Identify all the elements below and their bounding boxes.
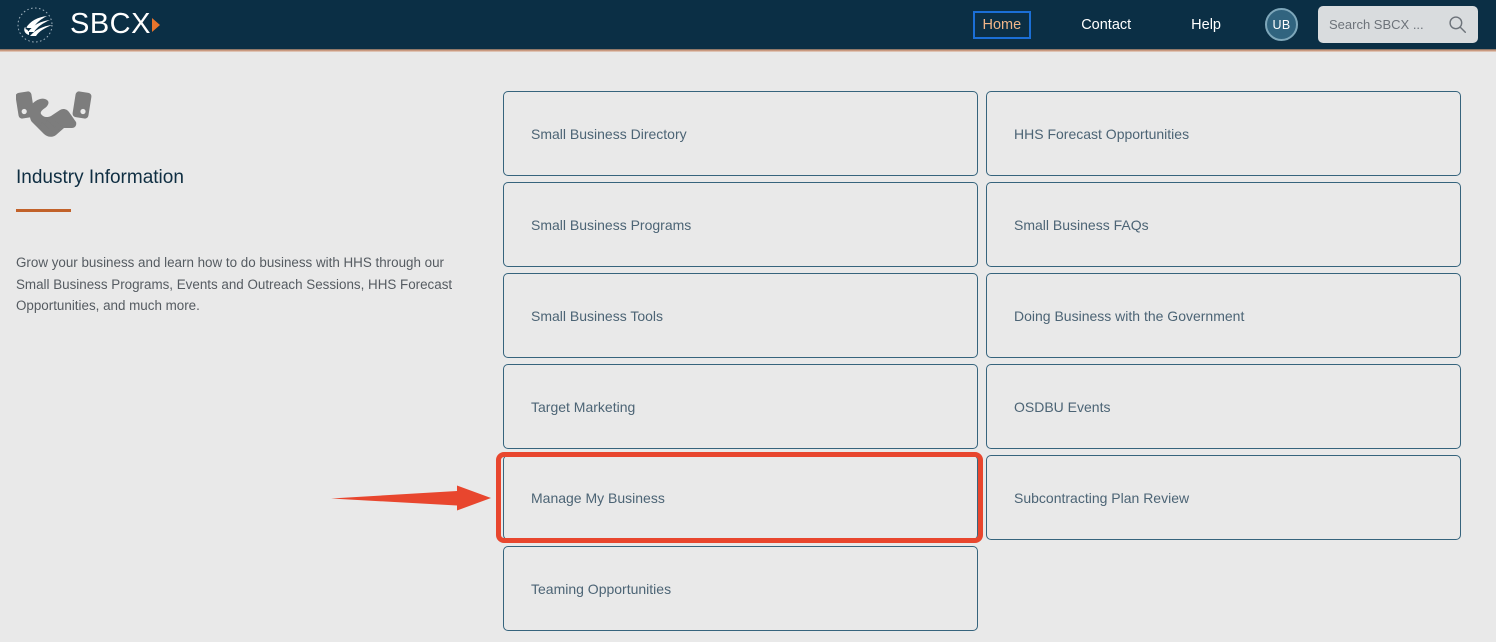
brand-wordmark: SBCX — [70, 10, 160, 39]
card-osdbu-events[interactable]: OSDBU Events — [986, 364, 1461, 449]
card-label: Subcontracting Plan Review — [1014, 489, 1190, 506]
nav-item-contact[interactable]: Contact — [1051, 13, 1161, 37]
hhs-eagle-seal-icon — [17, 7, 53, 42]
handshake-icon — [16, 91, 92, 137]
card-label: Small Business Programs — [531, 216, 692, 233]
card-subcontracting-plan-review[interactable]: Subcontracting Plan Review — [986, 455, 1461, 540]
search-icon[interactable] — [1448, 15, 1467, 34]
annotation-arrow-icon — [331, 485, 491, 511]
brand-logo[interactable]: SBCX — [16, 6, 160, 44]
brand-text: SBCX — [70, 8, 151, 40]
card-column-right: HHS Forecast Opportunities Small Busines… — [986, 91, 1461, 631]
card-label: Small Business Tools — [531, 307, 664, 324]
search-input[interactable] — [1329, 17, 1444, 32]
brand-triangle-icon — [151, 17, 160, 32]
nav-item-home[interactable]: Home — [953, 10, 1052, 39]
title-underline — [16, 209, 71, 212]
card-label: Doing Business with the Government — [1014, 307, 1245, 324]
main-navigation: Home Contact Help UB — [953, 6, 1496, 43]
card-grid: Small Business Directory Small Business … — [503, 91, 1461, 631]
nav-item-help[interactable]: Help — [1161, 13, 1251, 37]
nav-link-help[interactable]: Help — [1191, 16, 1221, 33]
sidebar: Industry Information Grow your business … — [0, 52, 503, 317]
nav-link-home[interactable]: Home — [972, 10, 1032, 39]
avatar[interactable]: UB — [1265, 8, 1298, 41]
search-box[interactable] — [1318, 6, 1478, 43]
card-label: Teaming Opportunities — [531, 580, 672, 597]
card-label: Target Marketing — [531, 398, 636, 415]
card-doing-business-with-government[interactable]: Doing Business with the Government — [986, 273, 1461, 358]
card-small-business-tools[interactable]: Small Business Tools — [503, 273, 978, 358]
card-label: HHS Forecast Opportunities — [1014, 125, 1190, 142]
card-label: Small Business FAQs — [1014, 216, 1149, 233]
app-header: SBCX Home Contact Help UB — [0, 0, 1496, 49]
card-label: OSDBU Events — [1014, 398, 1111, 415]
card-label: Manage My Business — [531, 489, 665, 506]
card-teaming-opportunities[interactable]: Teaming Opportunities — [503, 546, 978, 631]
card-small-business-faqs[interactable]: Small Business FAQs — [986, 182, 1461, 267]
card-column-left: Small Business Directory Small Business … — [503, 91, 978, 631]
nav-link-contact[interactable]: Contact — [1081, 16, 1132, 33]
page-title: Industry Information — [16, 167, 184, 188]
sidebar-description: Grow your business and learn how to do b… — [16, 255, 453, 313]
card-manage-my-business[interactable]: Manage My Business — [503, 455, 978, 540]
card-small-business-programs[interactable]: Small Business Programs — [503, 182, 978, 267]
header-accent-line — [0, 49, 1496, 52]
card-small-business-directory[interactable]: Small Business Directory — [503, 91, 978, 176]
card-label: Small Business Directory — [531, 125, 687, 142]
card-hhs-forecast-opportunities[interactable]: HHS Forecast Opportunities — [986, 91, 1461, 176]
card-target-marketing[interactable]: Target Marketing — [503, 364, 978, 449]
